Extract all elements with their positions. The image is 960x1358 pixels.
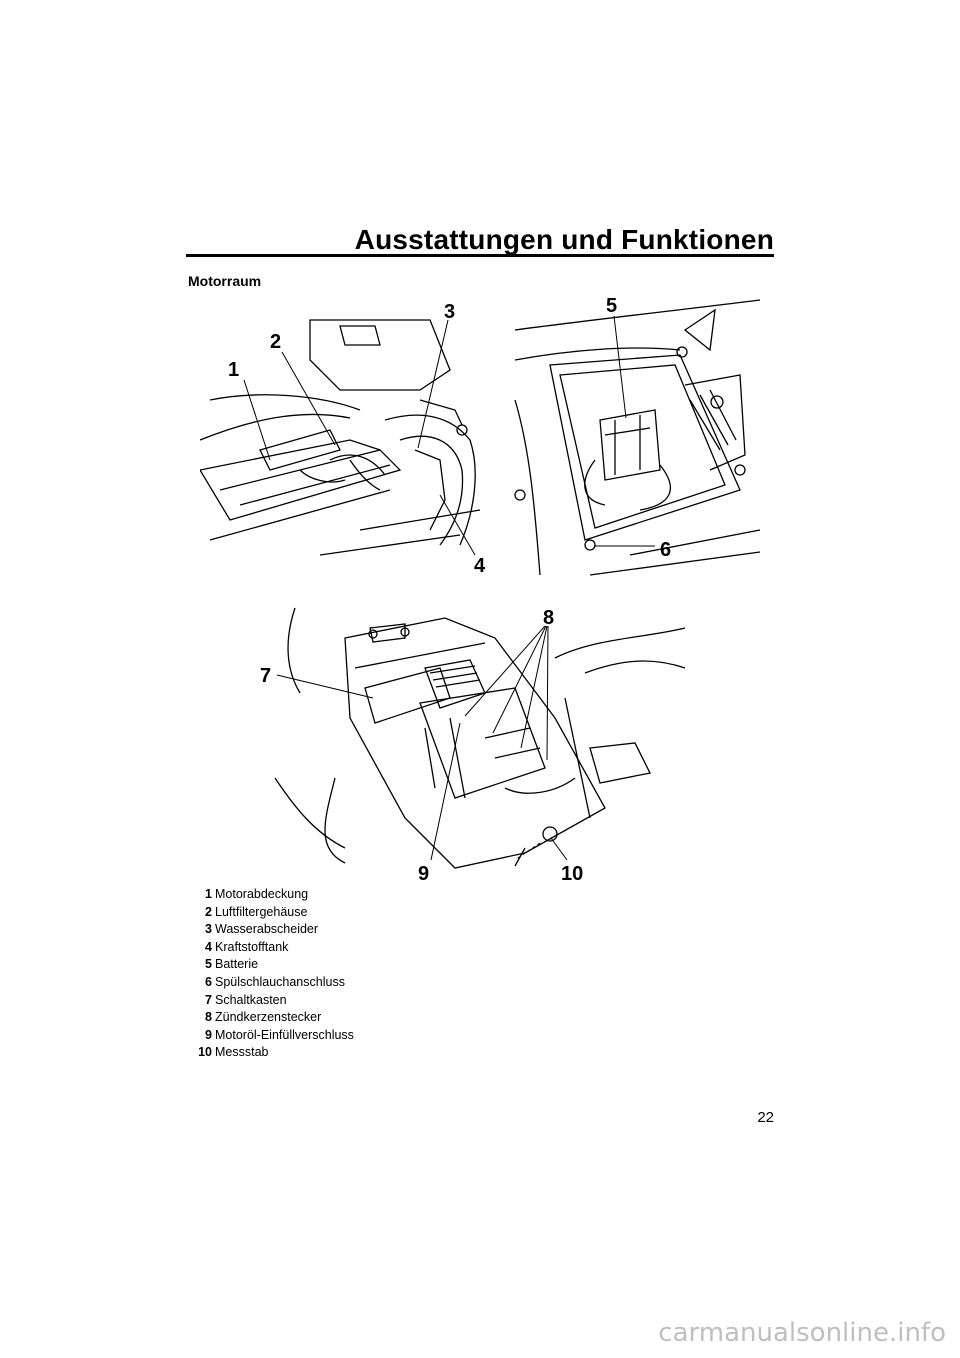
watermark-text[interactable]: carmanualsonline.info — [658, 1318, 946, 1348]
section-heading: Motorraum — [188, 273, 262, 289]
callout-6: 6 — [660, 539, 671, 561]
callout-10: 10 — [561, 863, 583, 885]
callout-5: 5 — [606, 295, 617, 317]
title-rule — [186, 254, 774, 257]
battery-compartment-right-figure: 5 6 — [514, 295, 761, 576]
callout-4: 4 — [474, 555, 486, 577]
callout-1: 1 — [228, 359, 239, 381]
engine-bay-bottom-figure: 7 8 9 10 — [260, 607, 686, 885]
page-title: Ausstattungen und Funktionen — [354, 224, 774, 255]
callout-3: 3 — [444, 301, 455, 323]
callout-2: 2 — [270, 331, 281, 353]
page-number: 22 — [757, 1109, 774, 1126]
engine-compartment-left-figure: 1 2 3 4 — [200, 301, 486, 577]
callout-9: 9 — [418, 863, 429, 885]
callout-8: 8 — [543, 607, 554, 629]
callout-7: 7 — [260, 665, 271, 687]
